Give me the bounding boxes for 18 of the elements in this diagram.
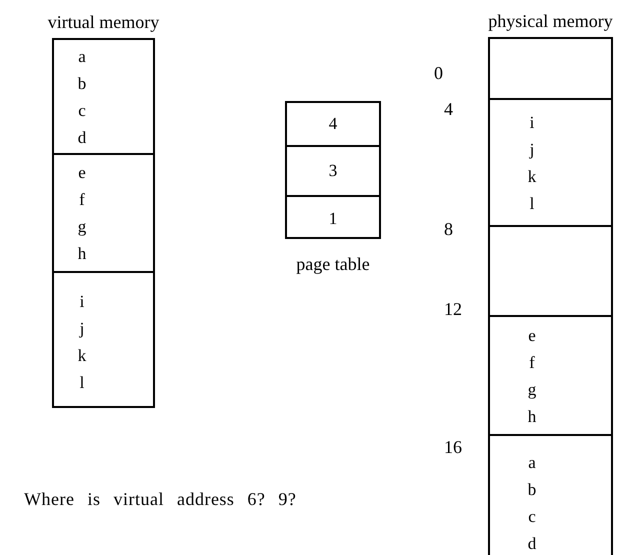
- address-label: 0: [434, 62, 443, 85]
- heading: virtual memory: [48, 11, 160, 33]
- address-label: 12: [444, 298, 462, 321]
- page-contents: e f g h: [76, 162, 88, 265]
- frame-number: 1: [328, 208, 338, 230]
- heading: physical memory: [488, 10, 613, 32]
- page-contents: e f g h: [526, 324, 538, 428]
- address-label: 16: [444, 436, 462, 459]
- page-contents: i j k l: [76, 290, 88, 394]
- address-label: 4: [444, 98, 453, 121]
- heading: page table: [296, 253, 370, 275]
- page-contents: a b c d: [526, 452, 538, 554]
- page-contents: i j k l: [526, 112, 538, 214]
- frame-number: 3: [328, 160, 338, 182]
- question-text: Where is virtual address 6? 9?: [24, 488, 296, 511]
- page-contents: a b c d: [76, 46, 88, 148]
- address-label: 8: [444, 218, 453, 241]
- frame-number: 4: [328, 113, 338, 136]
